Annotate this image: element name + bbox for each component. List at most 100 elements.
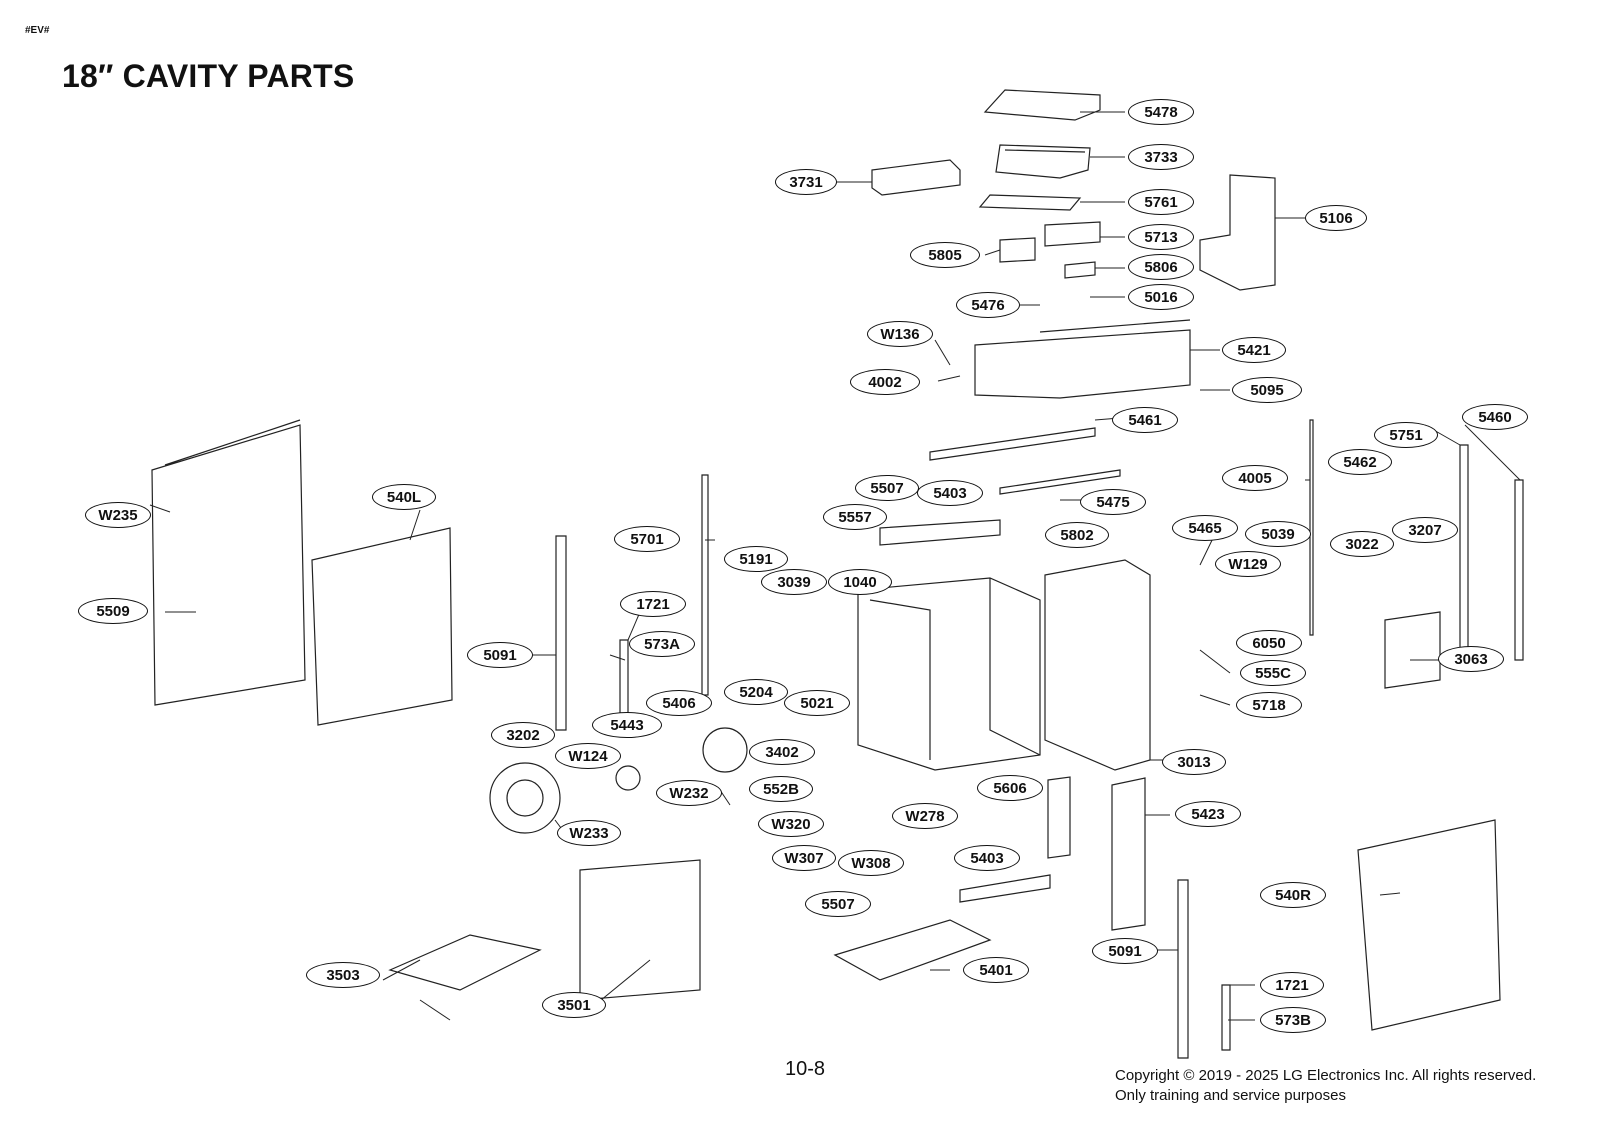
callout-5106: 5106: [1305, 205, 1367, 231]
callout-5507-lower: 5507: [805, 891, 871, 917]
callout-3503: 3503: [306, 962, 380, 988]
hinge-part-2: [619, 639, 629, 716]
callout-5606: 5606: [977, 775, 1043, 801]
callout-5557: 5557: [823, 504, 887, 530]
left-rail-part: [555, 535, 567, 731]
callout-4002: 4002: [850, 369, 920, 395]
bracket-part-2: [999, 237, 1036, 263]
callout-5443: 5443: [592, 712, 662, 738]
callout-5423: 5423: [1175, 801, 1241, 827]
callout-6050: 6050: [1236, 630, 1302, 656]
callout-W124: W124: [555, 743, 621, 769]
callout-W307: W307: [772, 845, 836, 871]
callout-1721-lower: 1721: [1260, 972, 1324, 998]
electronic-box-part: [871, 159, 961, 196]
callout-W235: W235: [85, 502, 151, 528]
lower-heating-element: [959, 874, 1051, 903]
callout-5406: 5406: [646, 690, 712, 716]
callout-540R: 540R: [1260, 882, 1326, 908]
chassis-part: [974, 319, 1191, 399]
callout-3039: 3039: [761, 569, 827, 595]
bracket-part: [1044, 221, 1101, 247]
page-title: 18″ CAVITY PARTS: [62, 58, 355, 94]
callout-1721: 1721: [620, 591, 686, 617]
usage-note: Only training and service purposes: [1115, 1087, 1346, 1104]
callout-5401: 5401: [963, 957, 1029, 983]
vent-part: [1384, 611, 1441, 689]
callout-W232: W232: [656, 780, 722, 806]
tray-part: [833, 919, 992, 981]
callout-5191: 5191: [724, 546, 788, 572]
right-insulation-panel: [1357, 819, 1501, 1031]
callout-5462: 5462: [1328, 449, 1392, 475]
callout-5713: 5713: [1128, 224, 1194, 250]
callout-5403: 5403: [917, 480, 983, 506]
right-rail-part: [1177, 879, 1189, 1059]
cooling-fan-assembly: [1199, 174, 1276, 291]
upper-heating-element: [879, 519, 1001, 546]
callout-5421: 5421: [1222, 337, 1286, 363]
callout-5509: 5509: [78, 598, 148, 624]
gasket-part: [702, 727, 748, 773]
document-code: #EV#: [25, 25, 50, 36]
oven-rack-part: [388, 934, 542, 991]
plate-part: [978, 194, 1082, 211]
fan-blade-part: [615, 765, 641, 791]
callout-3731: 3731: [775, 169, 837, 195]
callout-5465: 5465: [1172, 515, 1238, 541]
callout-5016: 5016: [1128, 284, 1194, 310]
callout-3207: 3207: [1392, 517, 1458, 543]
back-panel-part: [1044, 559, 1151, 771]
callout-5761: 5761: [1128, 189, 1194, 215]
callout-3501: 3501: [542, 992, 606, 1018]
callout-555C: 555C: [1240, 660, 1306, 686]
callout-5475: 5475: [1080, 489, 1146, 515]
right-rail-parts: [1459, 444, 1524, 661]
callout-5478: 5478: [1128, 99, 1194, 125]
top-cover-part: [983, 89, 1101, 121]
rail-part-2: [999, 469, 1121, 495]
callout-W129: W129: [1215, 551, 1281, 577]
rail-part: [929, 427, 1096, 461]
light-cover-part: [1047, 776, 1071, 859]
callout-3733: 3733: [1128, 144, 1194, 170]
sensor-housing-part: [1111, 777, 1146, 931]
callout-W308: W308: [838, 850, 904, 876]
callout-3013: 3013: [1162, 749, 1226, 775]
callout-5476: 5476: [956, 292, 1020, 318]
callout-5095: 5095: [1232, 377, 1302, 403]
callout-5460: 5460: [1462, 404, 1528, 430]
callout-5806: 5806: [1128, 254, 1194, 280]
callout-5751: 5751: [1374, 422, 1438, 448]
callout-5805: 5805: [910, 242, 980, 268]
rack-support-part: [579, 859, 701, 1001]
callout-5091-left: 5091: [467, 642, 533, 668]
callout-5091-right: 5091: [1092, 938, 1158, 964]
callout-5403-lower: 5403: [954, 845, 1020, 871]
callout-5701: 5701: [614, 526, 680, 552]
callout-W233: W233: [557, 820, 621, 846]
callout-5204: 5204: [724, 679, 788, 705]
callout-3063: 3063: [1438, 646, 1504, 672]
callout-573B: 573B: [1260, 1007, 1326, 1033]
callout-W320: W320: [758, 811, 824, 837]
left-insulation-panel: [311, 527, 453, 726]
callout-W136: W136: [867, 321, 933, 347]
callout-5802: 5802: [1045, 522, 1109, 548]
callout-573A: 573A: [629, 631, 695, 657]
callout-3202: 3202: [491, 722, 555, 748]
rod-part: [1309, 419, 1314, 636]
oven-cavity: [857, 577, 1041, 771]
callout-552B: 552B: [749, 776, 813, 802]
vertical-rod-part: [701, 474, 709, 696]
small-bracket-part: [1064, 261, 1096, 279]
callout-5021: 5021: [784, 690, 850, 716]
callout-3402: 3402: [749, 739, 815, 765]
page-number: 10-8: [785, 1058, 826, 1080]
fan-cover-part: [489, 762, 561, 834]
copyright-line: Copyright © 2019 - 2025 LG Electronics I…: [1115, 1067, 1537, 1084]
callout-5507: 5507: [855, 475, 919, 501]
frame-part: [995, 144, 1091, 179]
copyright-notice: Copyright © 2019 - 2025 LG Electronics I…: [1115, 1066, 1536, 1106]
